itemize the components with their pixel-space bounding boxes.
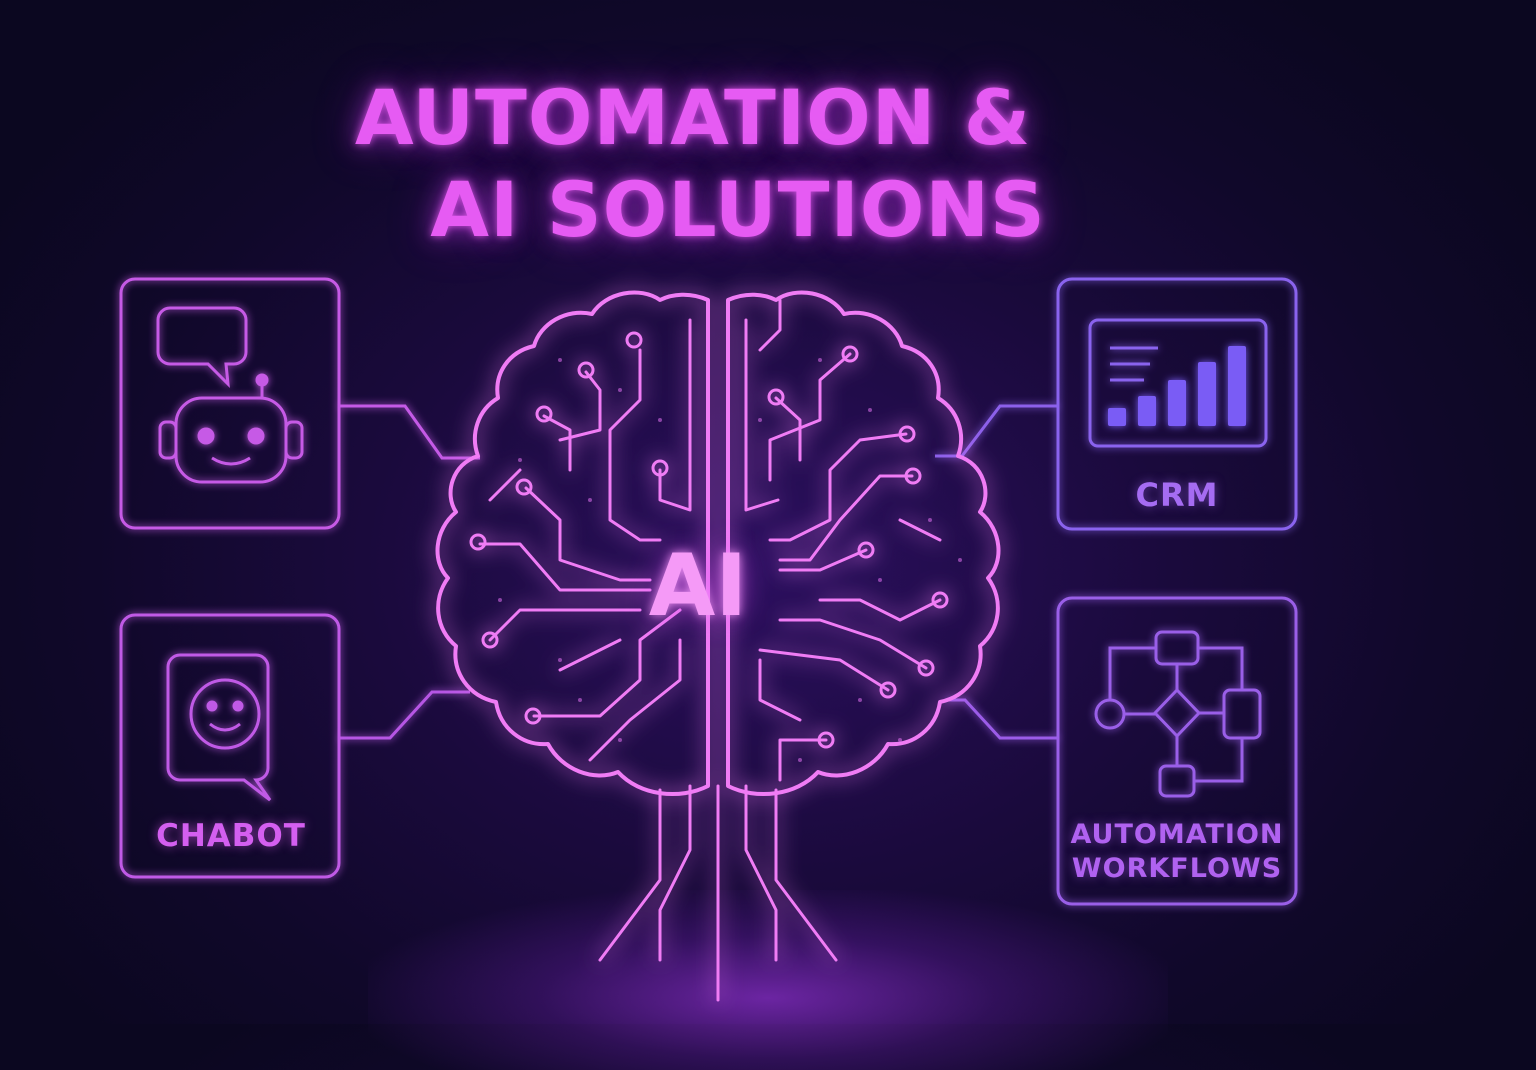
page-title: AUTOMATION & AI SOLUTIONS (0, 72, 1536, 256)
brain-particles (498, 358, 962, 762)
automation-label-line-1: AUTOMATION (1070, 819, 1284, 850)
flowchart-icon (1094, 630, 1262, 798)
connector-automation (945, 698, 1058, 740)
title-line-2: AI SOLUTIONS (430, 165, 1046, 254)
smiley-face-icon (189, 678, 261, 750)
bar-chart-icon (1108, 346, 1246, 426)
title-line-1: AUTOMATION & (354, 73, 1032, 162)
brain-right-hemisphere (726, 290, 1001, 797)
card-chatbot (119, 613, 341, 879)
card-crm (1056, 277, 1298, 531)
chatbot-card-label: CHABOT (156, 818, 306, 854)
connectors (340, 404, 1058, 740)
automation-label-line-2: WORKFLOWS (1071, 853, 1283, 884)
card-automation (1056, 596, 1298, 906)
card-robot (119, 277, 341, 530)
diagram-canvas (119, 277, 1298, 1002)
dashboard-screen-icon (1088, 318, 1268, 448)
robot-icon (158, 373, 304, 484)
connector-chatbot (340, 690, 470, 740)
ai-center-label: AI (648, 536, 748, 636)
connector-robot (340, 404, 480, 460)
smiley-speech-bubble-icon (166, 653, 272, 802)
connector-crm (935, 404, 1058, 458)
crm-card-label: CRM (1135, 476, 1219, 514)
automation-card-label: AUTOMATION WORKFLOWS (1058, 818, 1296, 886)
brain-circuit-icon (435, 290, 1001, 1002)
robot-speech-bubble-icon (156, 306, 248, 389)
brain-left-hemisphere (435, 290, 710, 797)
